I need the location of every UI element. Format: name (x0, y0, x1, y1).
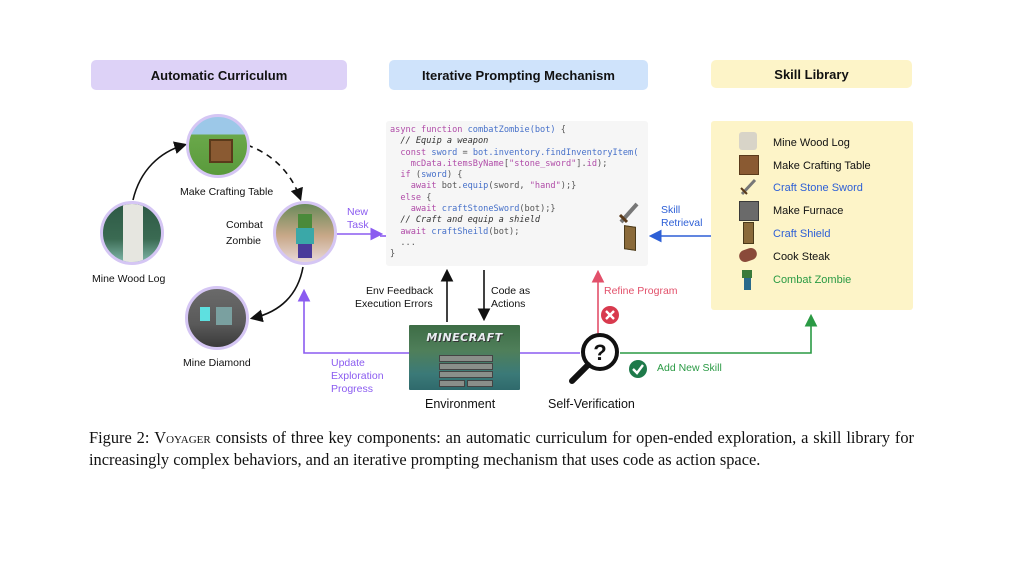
code-line-2: // Equip a weapon (390, 136, 489, 147)
self-verification-label: Self-Verification (548, 397, 635, 411)
env-feedback-label-1: Env Feedback (366, 285, 434, 297)
wood-log-icon (123, 204, 143, 262)
skill-retrieval-label-1: Skill (661, 204, 681, 216)
code-as-actions-label-1: Code as (491, 285, 531, 297)
new-task-label-1: New (347, 206, 369, 218)
node-crafting-table (186, 114, 250, 178)
skill-library-header: Skill Library (711, 60, 912, 88)
new-task-label-2: Task (347, 219, 369, 231)
error-x-icon (601, 306, 619, 324)
code-line-5: if (sword) { (400, 170, 463, 181)
iterative-prompting-header: Iterative Prompting Mechanism (389, 60, 648, 90)
figure-caption: Figure 2: Voyager consists of three key … (89, 427, 914, 471)
stone-sword-icon (740, 178, 757, 196)
code-line-1: async function combatZombie(bot) { (390, 125, 566, 135)
success-check-icon (629, 360, 647, 378)
update-exploration-label-2: Exploration (331, 370, 384, 382)
skill-item-craft-shield: Craft Shield (773, 228, 831, 240)
skill-item-make-crafting-table: Make Crafting Table (773, 160, 871, 172)
caption-text: consists of three key components: an aut… (89, 428, 914, 469)
arrow-wood-to-table (132, 141, 188, 201)
label-combat-zombie-2: Zombie (226, 235, 262, 247)
label-combat-zombie-1: Combat (226, 219, 263, 231)
add-new-skill-label: Add New Skill (657, 362, 722, 374)
code-line-11: ... (390, 237, 416, 248)
crafting-table-icon (739, 155, 759, 175)
code-line-3: const sword = bot.inventory.findInventor… (400, 147, 639, 158)
minecraft-logo: MINECRAFT (426, 331, 503, 344)
magnifier-question-icon: ? (569, 333, 619, 384)
arrow-table-to-zombie (246, 144, 303, 202)
automatic-curriculum-header: Automatic Curriculum (91, 60, 347, 90)
label-mine-wood-log: Mine Wood Log (92, 273, 166, 285)
code-line-8: await craftStoneSword(bot);} (410, 204, 556, 215)
skill-item-cook-steak: Cook Steak (773, 251, 830, 263)
arrow-add-new-skill (620, 313, 818, 354)
steak-icon (737, 246, 759, 264)
wood-log-icon (739, 132, 757, 150)
code-block: async function combatZombie(bot) { // Eq… (386, 121, 648, 266)
zombie-icon (298, 214, 312, 228)
stone-sword-icon (618, 202, 639, 224)
diamond-icon (200, 307, 210, 321)
skill-item-combat-zombie: Combat Zombie (773, 274, 852, 286)
arrow-update-exploration (297, 288, 409, 354)
shield-icon (624, 225, 636, 251)
label-make-crafting-table: Make Crafting Table (180, 186, 274, 198)
skill-item-mine-wood-log: Mine Wood Log (773, 137, 850, 149)
update-exploration-label-3: Progress (331, 383, 374, 395)
code-as-actions-label-2: Actions (491, 298, 526, 310)
caption-prefix: Figure 2: (89, 428, 155, 447)
code-line-7: else { (400, 192, 432, 203)
environment-label: Environment (425, 397, 496, 411)
label-mine-diamond: Mine Diamond (183, 357, 251, 369)
skill-retrieval-label-2: Retrieval (661, 217, 703, 229)
zombie-icon (742, 270, 752, 278)
node-mine-diamond (185, 286, 249, 350)
refine-program-label: Refine Program (604, 285, 678, 297)
skill-library-panel: Mine Wood Log Make Crafting Table Craft … (711, 121, 913, 310)
minecraft-environment-screenshot: MINECRAFT (409, 325, 520, 390)
env-feedback-label-2: Execution Errors (355, 298, 433, 310)
code-line-4: mcData.itemsByName["stone_sword"].id); (410, 158, 608, 169)
code-line-10: await craftSheild(bot); (400, 226, 520, 237)
code-line-9: // Craft and equip a shield (390, 215, 541, 226)
skill-item-make-furnace: Make Furnace (773, 205, 844, 217)
code-line-12: } (390, 249, 396, 260)
node-wood-log (100, 201, 164, 265)
crafting-table-icon (209, 139, 233, 163)
arrow-zombie-to-diamond (249, 266, 304, 323)
code-line-6: await bot.equip(sword, "hand");} (410, 181, 577, 192)
node-combat-zombie (273, 201, 337, 265)
caption-system-name: Voyager (154, 428, 211, 447)
furnace-icon (739, 201, 759, 221)
skill-item-craft-stone-sword: Craft Stone Sword (773, 182, 863, 194)
update-exploration-label-1: Update (331, 357, 365, 369)
svg-text:?: ? (593, 340, 606, 365)
shield-icon (743, 222, 754, 244)
